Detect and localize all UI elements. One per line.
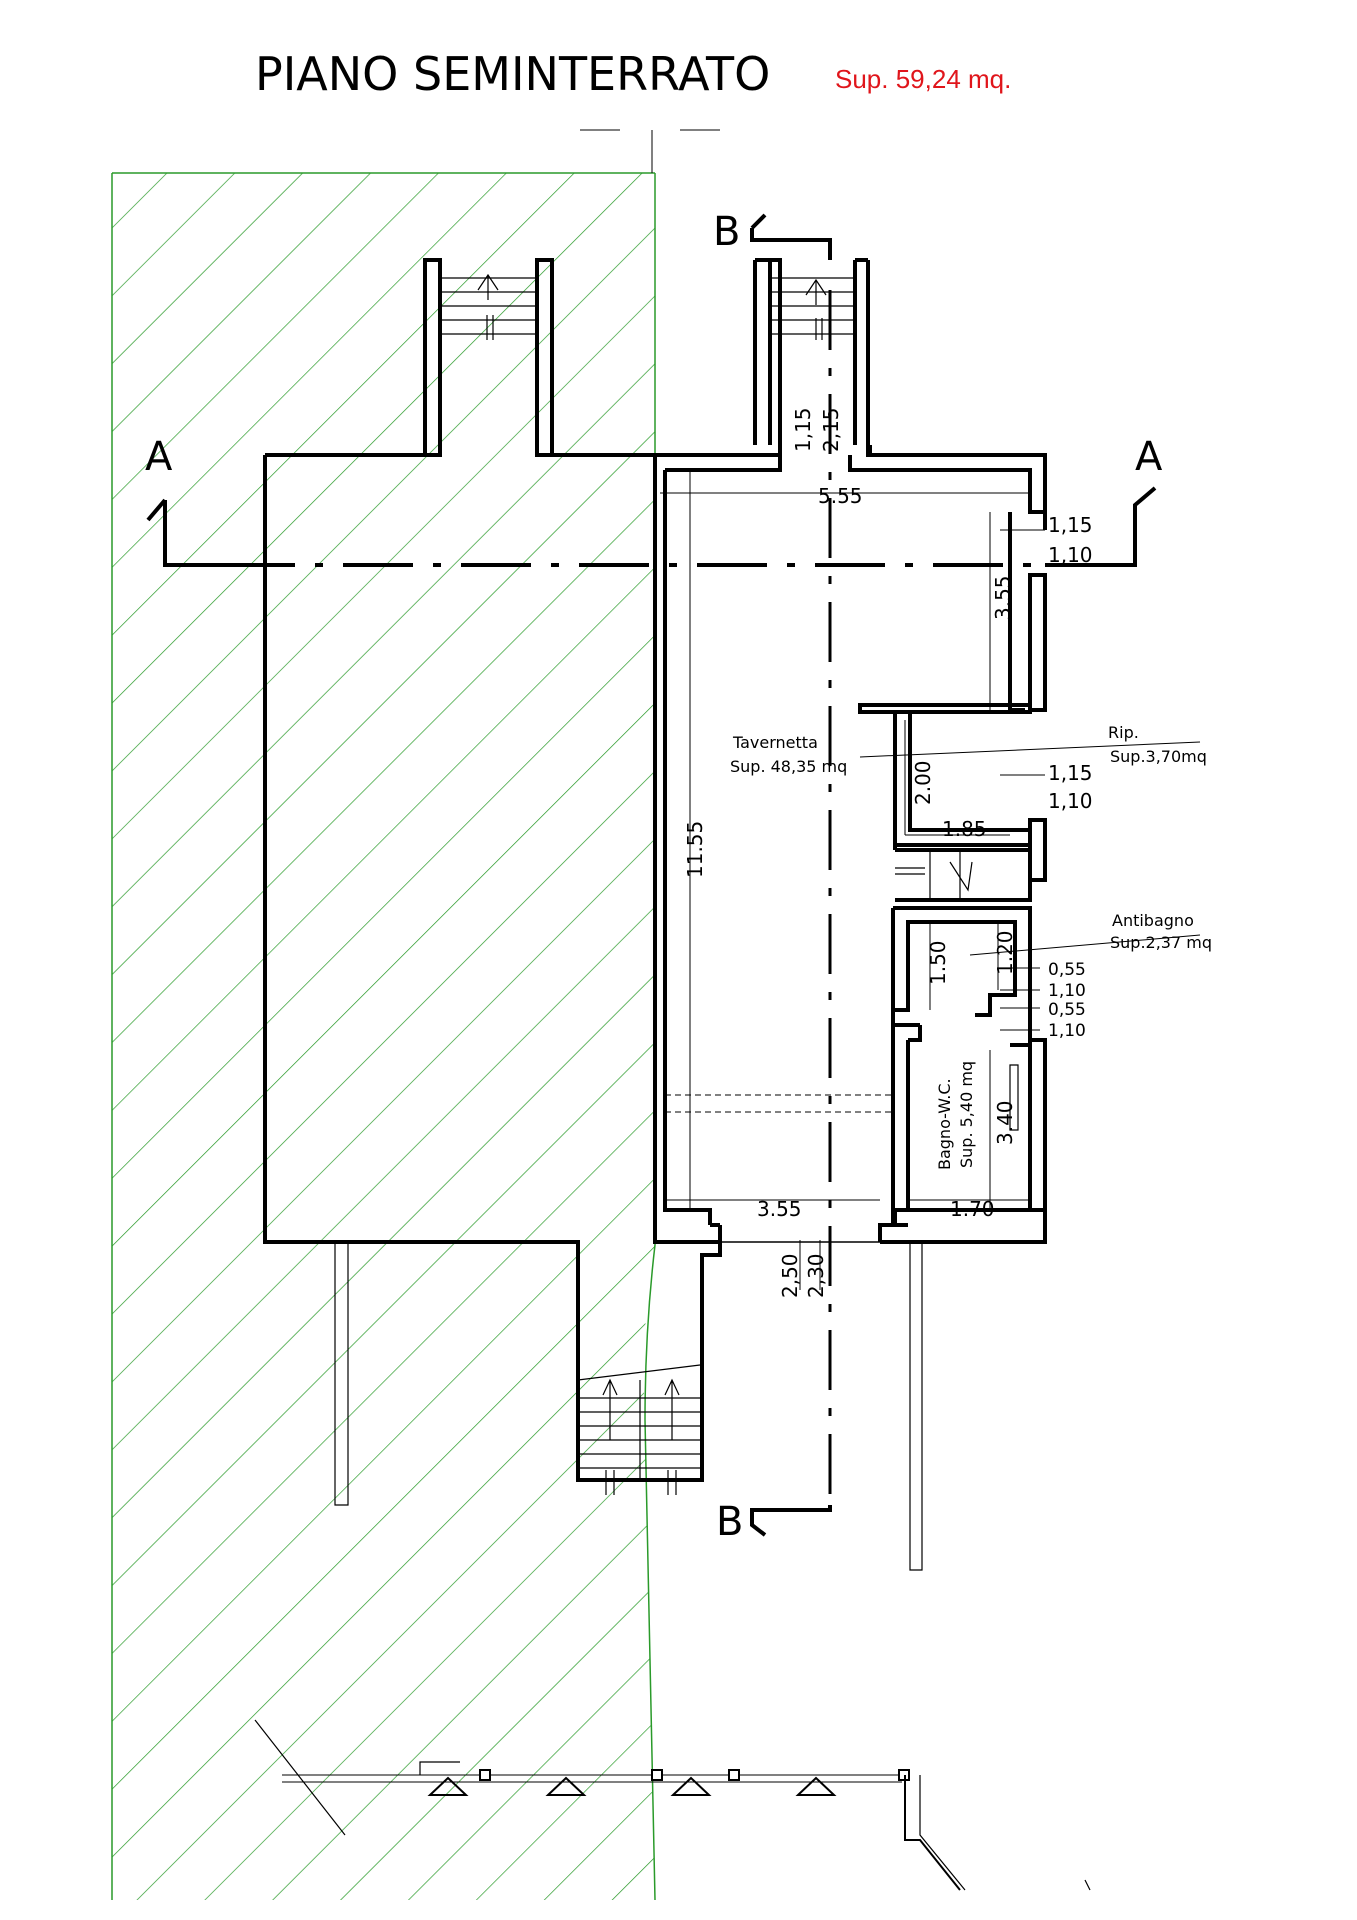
main-walls <box>653 258 1047 1244</box>
room-bagno-name: Bagno-W.C. <box>935 1078 954 1170</box>
room-tavernetta-area: Sup. 48,35 mq <box>730 757 847 776</box>
dim-top-width: 5.55 <box>818 484 863 508</box>
room-rip-area: Sup.3,70mq <box>1110 747 1207 766</box>
dim-window3-110b: 1,10 <box>1048 1021 1086 1041</box>
section-label-a-right: A <box>1135 434 1163 480</box>
dim-total-height: 11.55 <box>683 821 707 878</box>
dim-entry-215: 2,15 <box>819 407 843 452</box>
dim-window1-bottom: 1,10 <box>1048 543 1093 567</box>
hatched-area <box>111 129 720 1901</box>
dim-door-250: 2,50 <box>778 1253 802 1298</box>
section-line-a <box>146 486 1157 567</box>
dim-bagno-height: 3.40 <box>993 1100 1017 1145</box>
dimension-lines <box>660 470 1201 1290</box>
section-label-a-left: A <box>145 434 173 480</box>
room-bagno-area: Sup. 5,40 mq <box>957 1061 976 1168</box>
dim-window2-top: 1,15 <box>1048 761 1093 785</box>
adjacent-building <box>263 258 655 1506</box>
page-title: PIANO SEMINTERRATO <box>255 47 770 101</box>
dim-window2-bottom: 1,10 <box>1048 789 1093 813</box>
room-antibagno-area: Sup.2,37 mq <box>1110 933 1212 952</box>
dim-window1-top: 1,15 <box>1048 513 1093 537</box>
dim-bottom-left: 3.55 <box>757 1197 802 1221</box>
fence <box>254 1719 1091 1891</box>
room-antibagno-name: Antibagno <box>1112 911 1194 930</box>
dim-upper-height: 3.55 <box>991 575 1015 620</box>
dim-anti-right: 1.20 <box>993 930 1017 975</box>
dim-window3-055a: 0,55 <box>1048 960 1086 980</box>
room-tavernetta-name: Tavernetta <box>732 733 818 752</box>
dim-rip-width: 1.85 <box>942 817 987 841</box>
total-surface: Sup. 59,24 mq. <box>835 64 1011 94</box>
dim-window3-055b: 0,55 <box>1048 1000 1086 1020</box>
dim-door-230: 2,30 <box>804 1253 828 1298</box>
dim-rip-height: 2.00 <box>911 760 935 805</box>
section-label-b-bottom: B <box>716 1499 743 1545</box>
section-line-b <box>750 213 832 1537</box>
room-rip-name: Rip. <box>1108 723 1139 742</box>
dim-anti-left: 1.50 <box>926 940 950 985</box>
dim-window3-110a: 1,10 <box>1048 981 1086 1001</box>
dim-entry-115: 1,15 <box>791 407 815 452</box>
bottom-stair <box>576 1242 923 1571</box>
dashed-lines <box>665 1094 895 1113</box>
dim-bottom-right: 1.70 <box>950 1197 995 1221</box>
section-label-b-top: B <box>713 209 740 255</box>
